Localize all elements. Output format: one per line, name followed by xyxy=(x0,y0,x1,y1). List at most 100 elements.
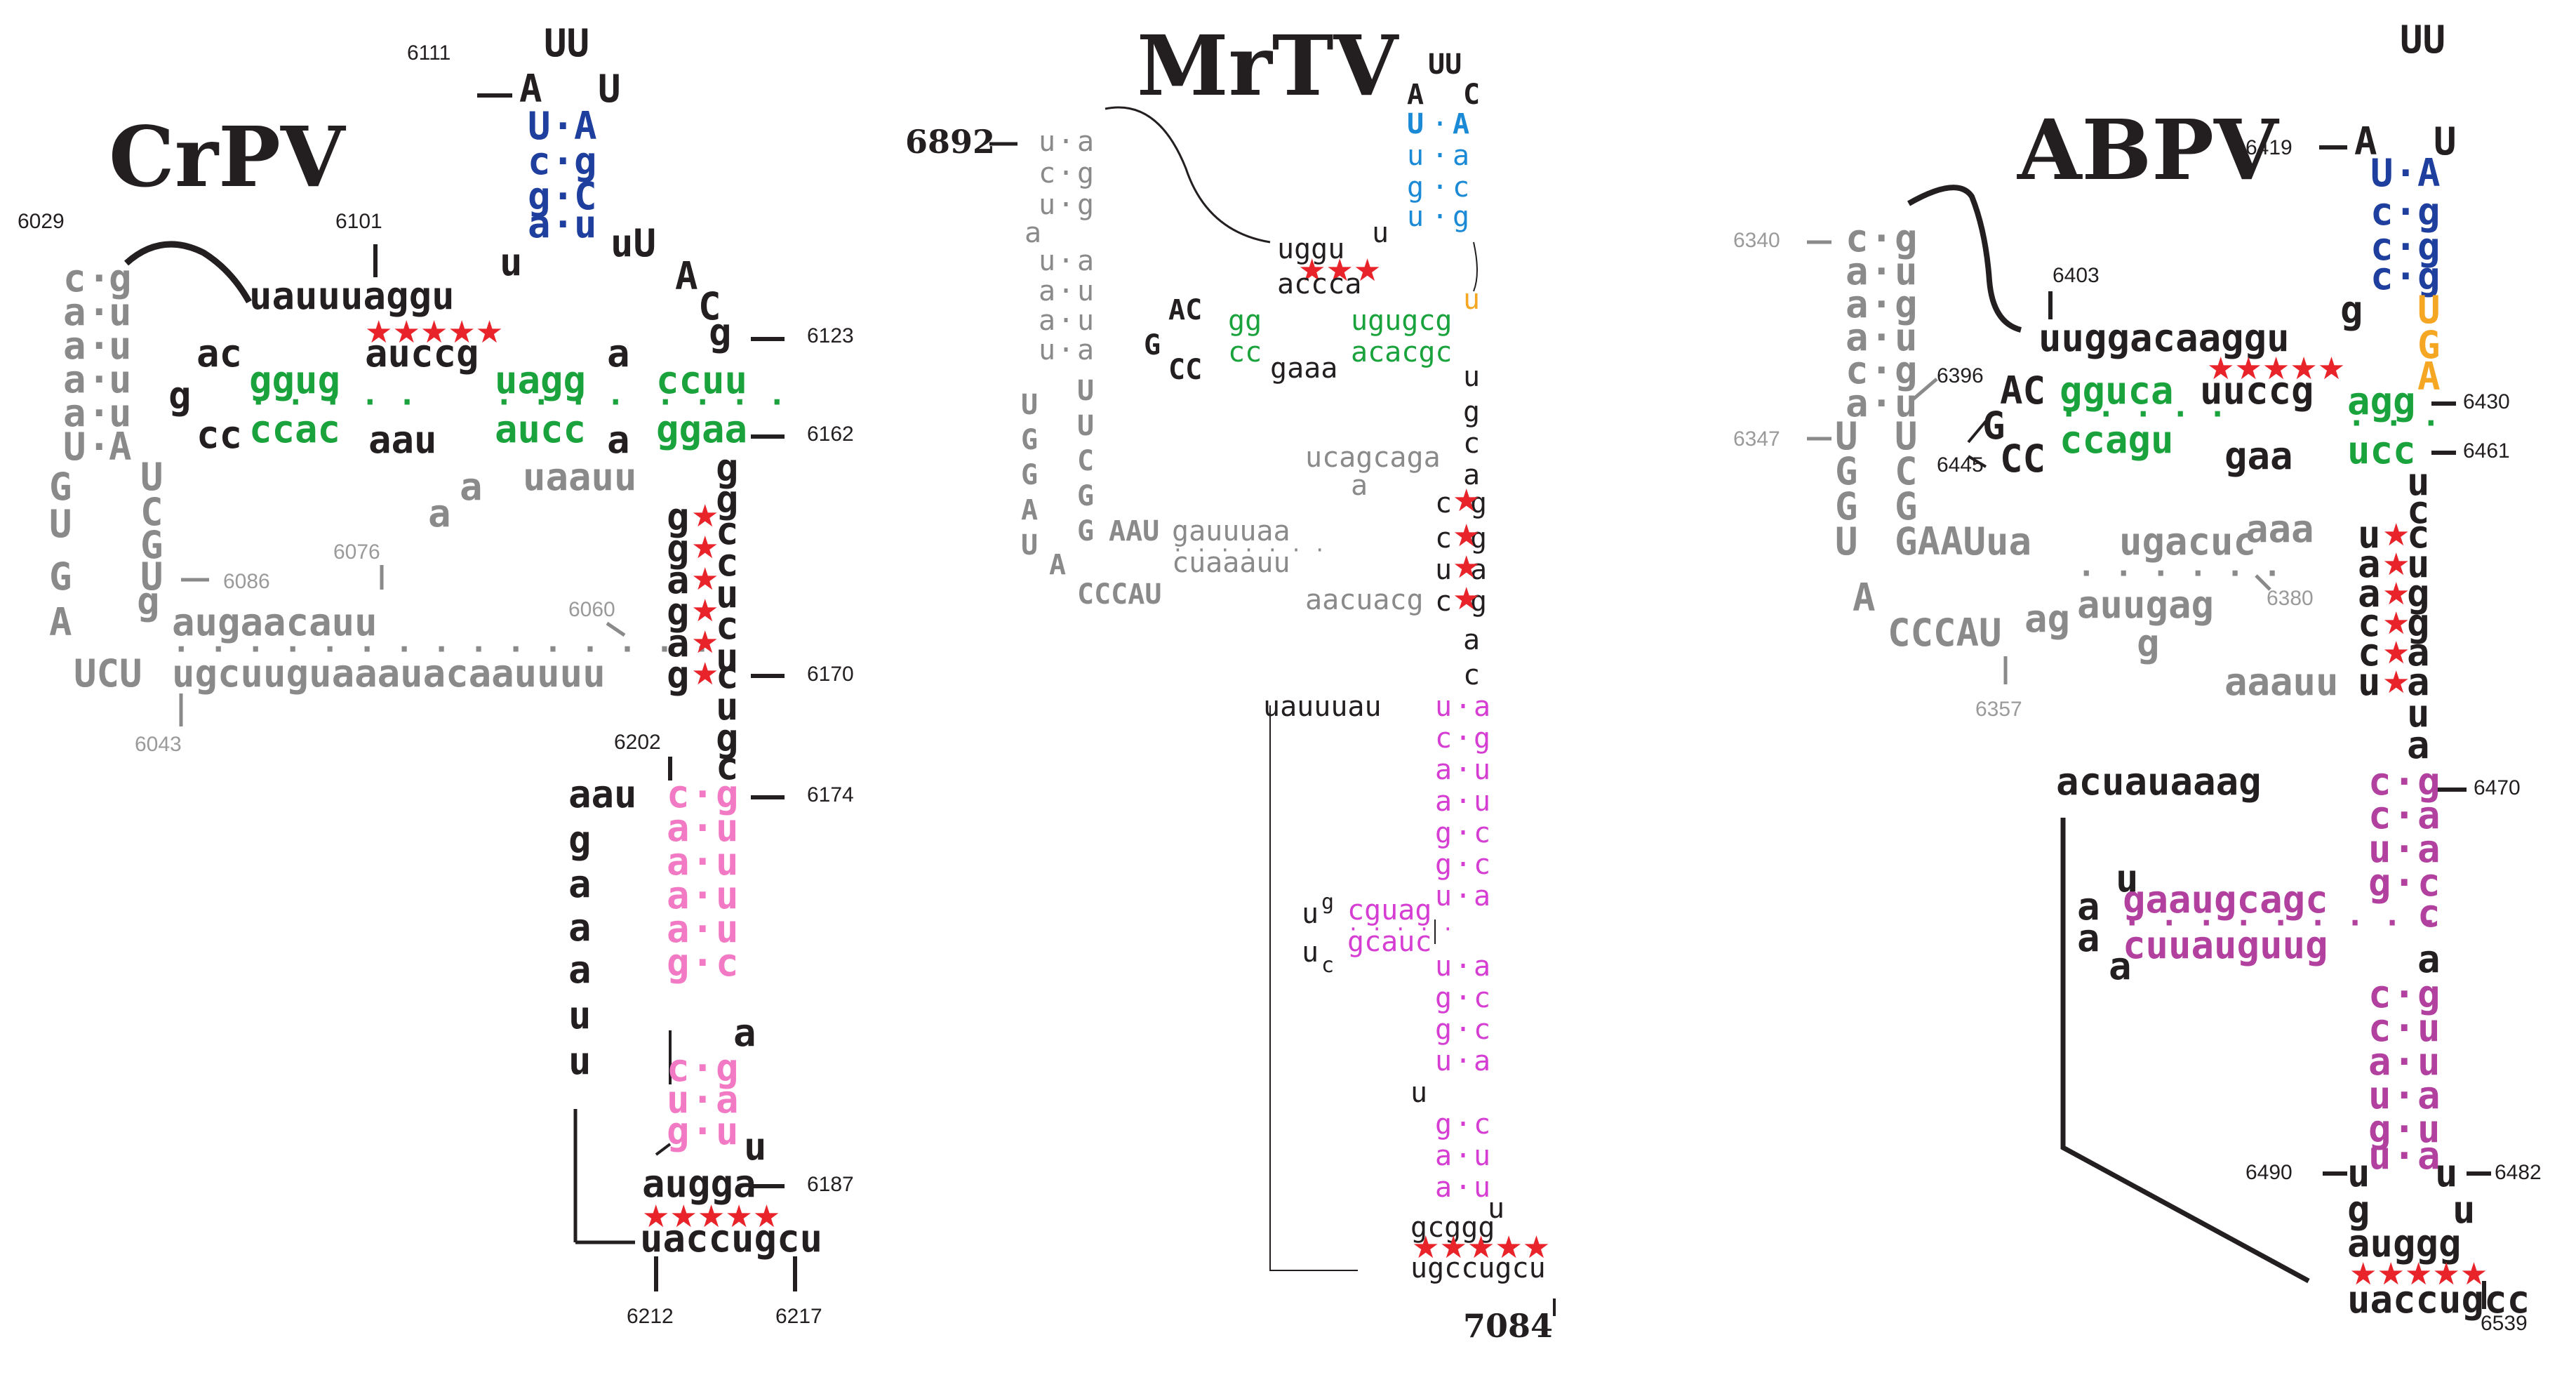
svg-text:CCCAU: CCCAU xyxy=(1077,578,1161,611)
svg-text:a: a xyxy=(667,873,690,917)
svg-text:u: u xyxy=(2417,1006,2441,1050)
svg-text:·: · xyxy=(2393,1006,2416,1050)
svg-text:g: g xyxy=(2417,254,2441,298)
svg-text:a: a xyxy=(1463,624,1480,656)
svg-text:u: u xyxy=(1407,140,1424,172)
svg-text:u: u xyxy=(1463,361,1480,393)
svg-text:cguag: cguag xyxy=(1347,894,1432,926)
svg-text:★: ★ xyxy=(691,530,719,566)
crpv-a2: a xyxy=(607,418,630,462)
svg-text:·: · xyxy=(2394,225,2417,269)
svg-text:A: A xyxy=(1853,576,1876,620)
pos-6162: 6162 xyxy=(807,423,854,446)
abpv-title: ABPV xyxy=(2017,101,2280,199)
pos-6060: 6060 xyxy=(568,598,615,621)
mrtv-ugccugcu: ugccugcu xyxy=(1410,1252,1546,1284)
svg-text:c: c xyxy=(1435,522,1452,554)
svg-text:A: A xyxy=(49,600,72,644)
svg-text:g: g xyxy=(2407,571,2430,616)
svg-text:c: c xyxy=(1463,659,1480,691)
abpv-grey-ticks xyxy=(1807,240,2271,684)
svg-text:uaccugcc: uaccugcc xyxy=(2347,1277,2530,1322)
abpv-uuccg: uuccg xyxy=(2200,368,2314,413)
svg-text:a: a xyxy=(2407,723,2430,767)
svg-text:g: g xyxy=(2417,759,2441,804)
svg-text:c: c xyxy=(2417,891,2441,936)
svg-text:u: u xyxy=(1435,880,1452,912)
abpv-loop-top: UU xyxy=(2400,18,2445,62)
svg-text:a: a xyxy=(2417,937,2441,981)
svg-text:u: u xyxy=(716,1109,739,1153)
svg-text:·: · xyxy=(1870,381,1893,425)
svg-text:gaaugcagc: gaaugcagc xyxy=(2123,877,2328,922)
abpv-stars-bottom: ★★★★★ xyxy=(2349,1256,2488,1292)
svg-text:g: g xyxy=(1077,189,1094,221)
svg-text:·: · xyxy=(1455,880,1471,912)
svg-text:A: A xyxy=(1021,494,1038,526)
svg-text:c: c xyxy=(1435,487,1452,519)
svg-text:·: · xyxy=(691,1077,714,1122)
crpv-u5: u xyxy=(744,1124,767,1169)
svg-text:c: c xyxy=(2358,601,2381,645)
svg-text:c: c xyxy=(2368,1006,2391,1050)
svg-text:C: C xyxy=(1895,449,1918,493)
svg-text:g: g xyxy=(667,526,690,571)
pos-6396: 6396 xyxy=(1937,364,1984,387)
svg-text:·: · xyxy=(1455,1140,1471,1172)
mrtv-left-stem: u c u a u a a u a g g a u u a ··· ···· U… xyxy=(1021,126,1441,616)
svg-text:CCCAU: CCCAU xyxy=(1888,611,2002,655)
crpv-panel: CrPV 6029 6101 6111 6123 6162 6076 6086 … xyxy=(18,21,854,1328)
svg-text:G: G xyxy=(1077,480,1094,512)
svg-text:u: u xyxy=(716,873,739,917)
svg-text:U: U xyxy=(1835,414,1858,458)
svg-text:·: · xyxy=(691,839,714,884)
svg-text:u: u xyxy=(716,839,739,884)
svg-text:A: A xyxy=(1453,108,1469,140)
svg-text:u: u xyxy=(2435,1151,2458,1195)
svg-text:A: A xyxy=(574,104,597,148)
pos-7084: 7084 xyxy=(1463,1307,1553,1345)
crpv-ggug: ggug xyxy=(249,358,340,402)
svg-text:★: ★ xyxy=(2382,665,2410,700)
svg-text:g: g xyxy=(528,174,551,218)
svg-text:a: a xyxy=(1077,334,1094,366)
svg-text:u: u xyxy=(1895,381,1918,425)
svg-text:·: · xyxy=(1057,305,1074,337)
pos-6212: 6212 xyxy=(627,1305,674,1328)
pos-6461: 6461 xyxy=(2463,439,2510,463)
svg-text:g: g xyxy=(1435,817,1452,849)
abpv-G: G xyxy=(1982,404,2006,448)
svg-text:g: g xyxy=(667,1109,690,1153)
svg-text:·: · xyxy=(1057,275,1074,307)
svg-text:c: c xyxy=(716,604,739,648)
svg-text:g: g xyxy=(109,256,132,300)
svg-text:·: · xyxy=(2393,1134,2416,1178)
abpv-pk-stem: u a a c c u c u g g a a ★★ ★★ ★★ u c u a… xyxy=(2056,460,2430,804)
svg-text:aacuacg: aacuacg xyxy=(1305,584,1424,616)
svg-text:u: u xyxy=(109,324,132,368)
svg-text:a: a xyxy=(1351,470,1368,502)
svg-text:c: c xyxy=(716,941,739,985)
abpv-CC: CC xyxy=(2000,437,2046,481)
svg-text:· · · · · ·: · · · · · · xyxy=(2077,556,2281,592)
abpv-purple-stem: c c u g g a a c c ···· gaaugcagc cuuaugu… xyxy=(2123,759,2441,1178)
svg-text:A: A xyxy=(519,67,542,111)
svg-text:u: u xyxy=(1039,245,1055,277)
svg-text:a: a xyxy=(1435,1140,1452,1172)
svg-text:g: g xyxy=(574,139,597,183)
pos-6357: 6357 xyxy=(1975,698,2022,721)
svg-text:g: g xyxy=(667,941,690,985)
svg-text:· · · · · · · · · · · · · · ·: · · · · · · · · · · · · · · · xyxy=(172,632,711,667)
svg-text:·: · xyxy=(1455,982,1471,1014)
svg-text:g: g xyxy=(667,495,690,539)
svg-text:·: · xyxy=(1455,722,1471,755)
svg-text:★: ★ xyxy=(691,656,719,692)
svg-text:g: g xyxy=(137,579,160,623)
svg-text:g: g xyxy=(1435,982,1452,1014)
svg-text:a: a xyxy=(667,907,690,951)
svg-text:gcauc: gcauc xyxy=(1347,926,1432,958)
svg-text:a: a xyxy=(2368,1039,2391,1084)
svg-text:·: · xyxy=(88,256,111,300)
svg-text:u: u xyxy=(568,993,592,1037)
svg-text:u: u xyxy=(568,1039,592,1083)
